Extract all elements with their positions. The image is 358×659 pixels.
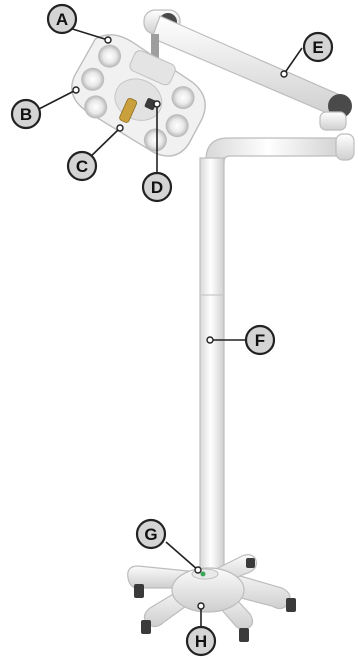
pole-top-bend [206,138,344,162]
caster-3 [239,628,249,642]
anchor-H [198,603,204,609]
pole [200,134,354,572]
anchor-A [105,37,111,43]
leader-E [284,48,302,74]
callout-D-label: D [151,178,163,197]
callout-E-label: E [312,38,323,57]
callout-F: F [246,326,274,354]
callout-G-label: G [144,525,157,544]
anchor-D [154,101,160,107]
pole-shaft [200,158,224,572]
callout-H-label: H [195,632,207,651]
anchor-G [195,567,201,573]
anchor-F [207,337,213,343]
anchor-E [281,71,287,77]
callout-F-label: F [255,331,265,350]
callout-A-label: A [56,10,68,29]
callout-C-label: C [76,157,88,176]
callout-B-label: B [20,105,32,124]
leader-B [35,90,76,111]
leader-G [166,542,198,570]
caster-1 [134,584,144,598]
callout-H: H [187,627,215,655]
base [128,555,296,642]
callout-G: G [137,520,165,548]
caster-2 [141,620,151,634]
caster-5 [246,558,255,568]
anchor-B [73,87,79,93]
caster-4 [286,598,296,612]
pole-top-cap [336,134,354,160]
base-indicator-light [201,572,206,577]
callout-D: D [143,173,171,201]
callout-A: A [48,5,76,33]
anchor-C [117,125,123,131]
callout-B: B [12,100,40,128]
callout-E: E [304,33,332,61]
callout-C: C [68,152,96,180]
arm-elbow [320,112,346,130]
